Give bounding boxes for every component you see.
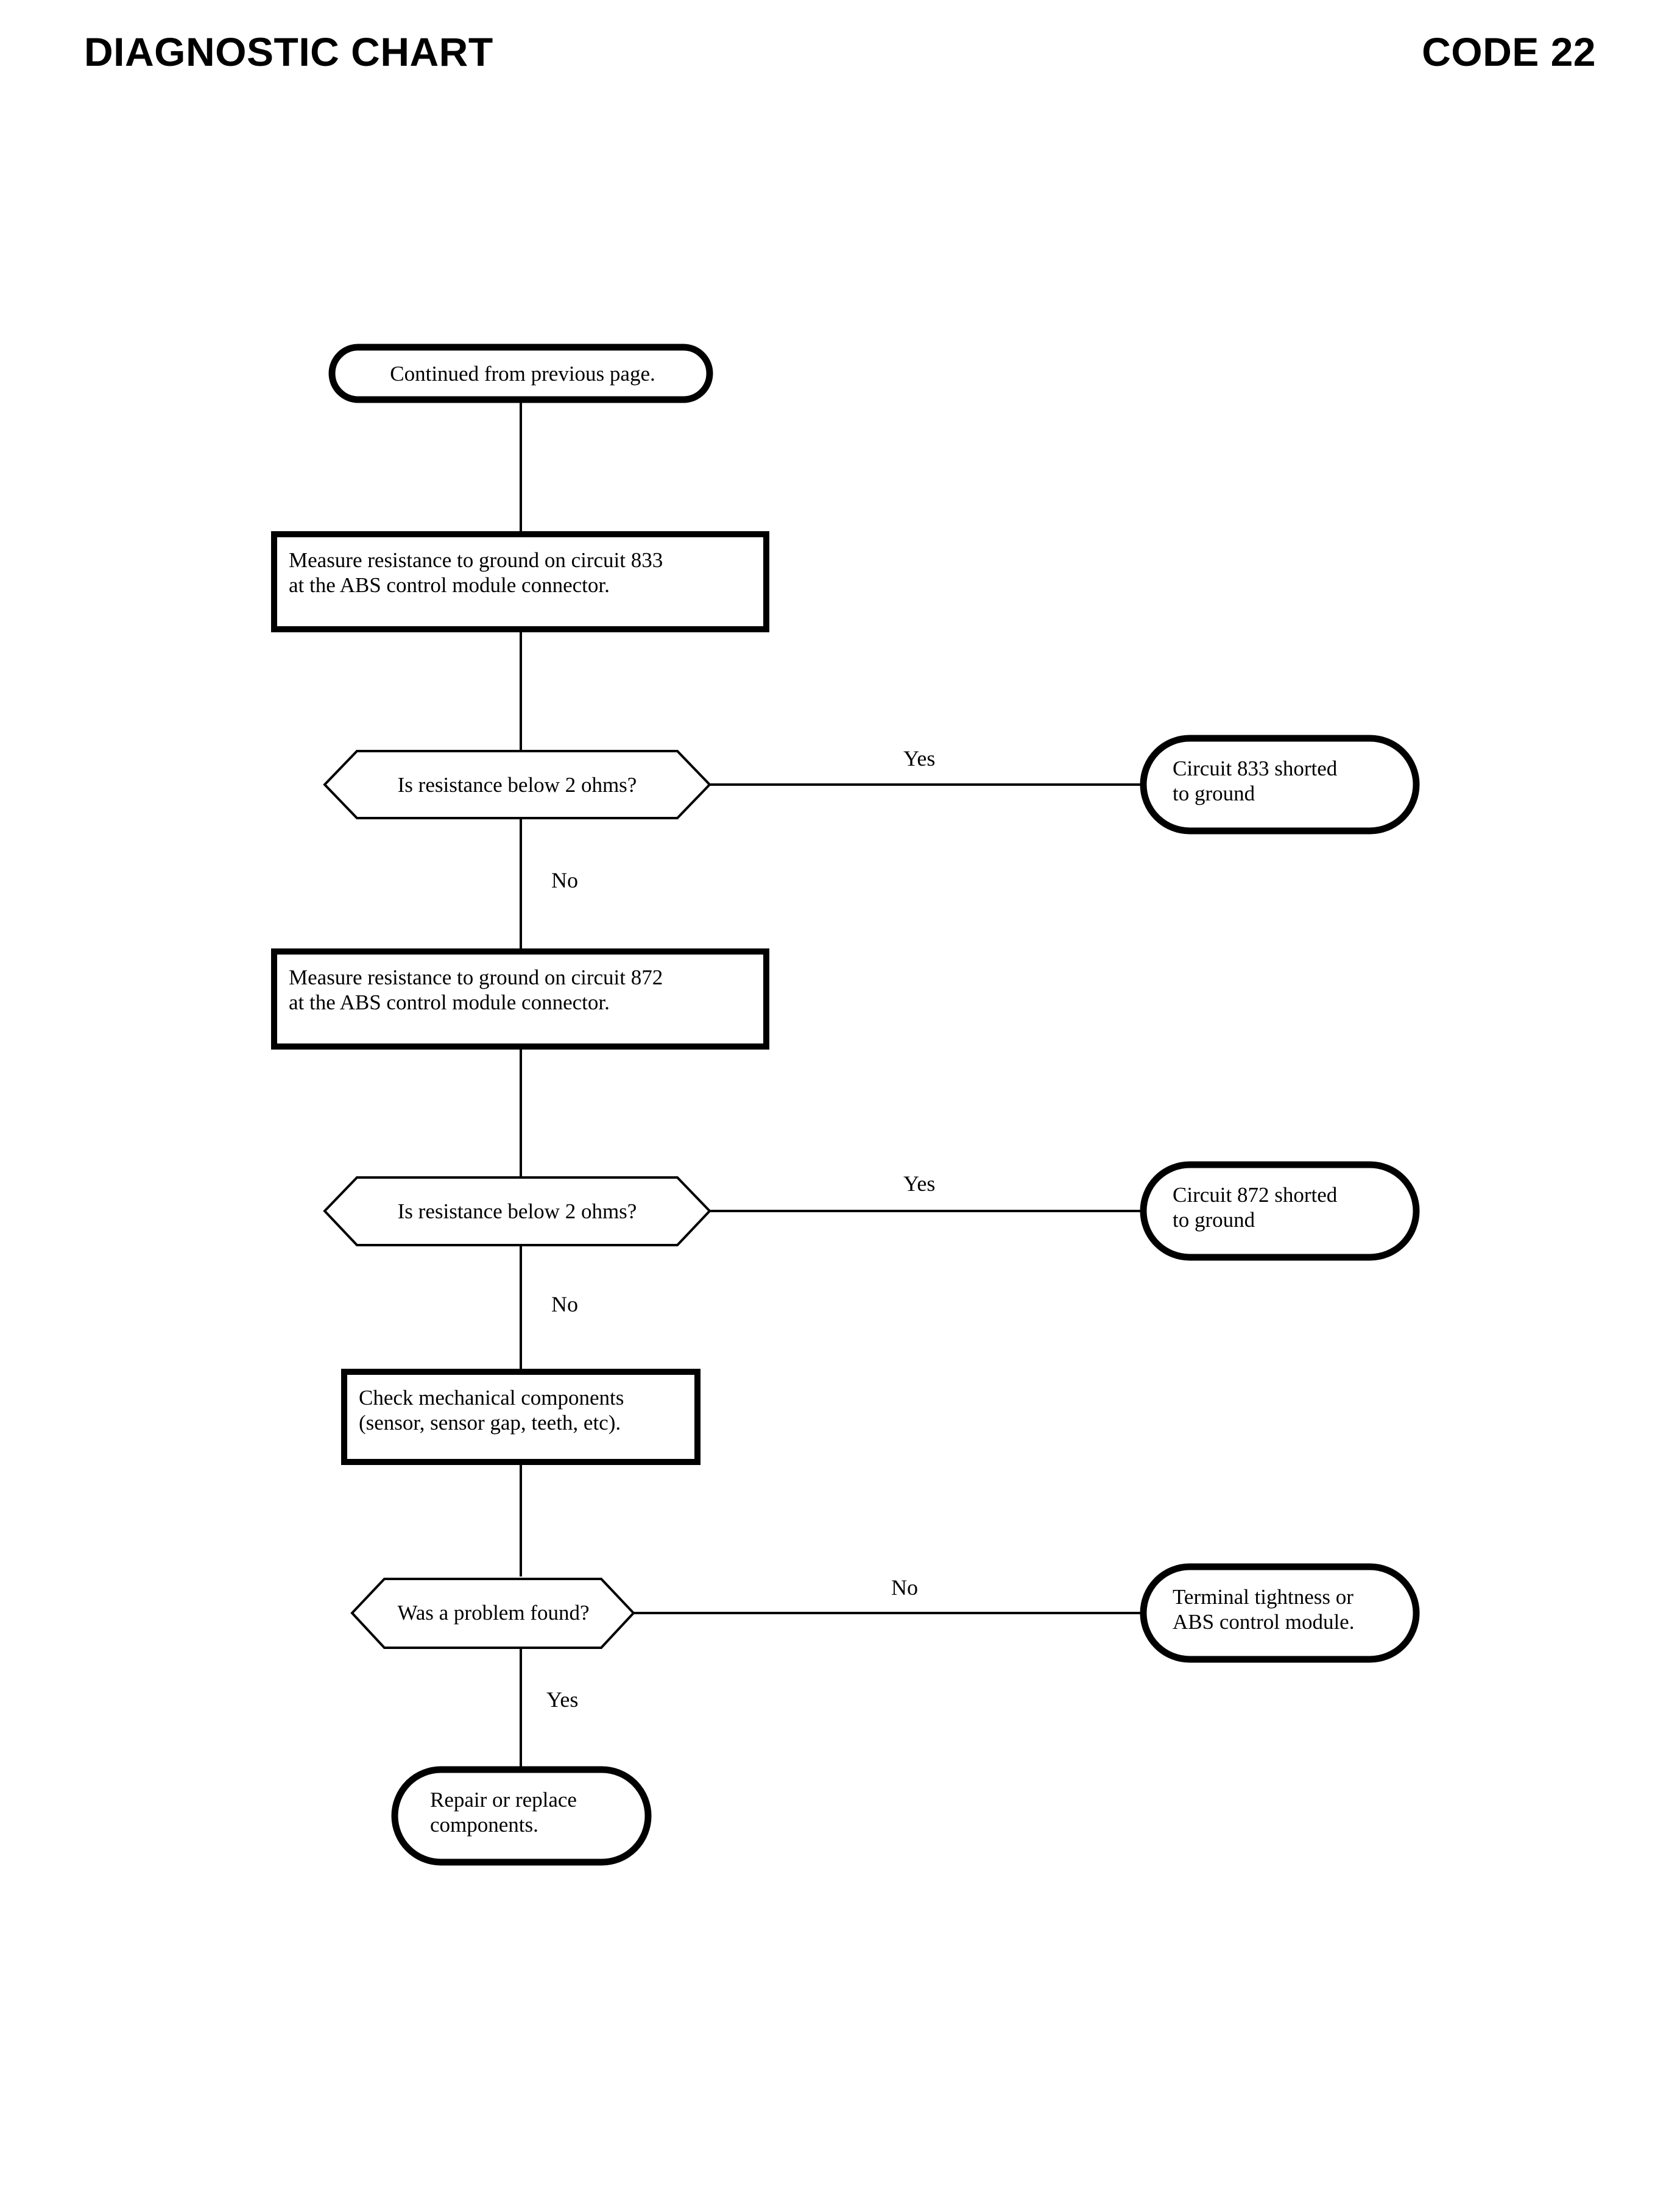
edge-label-dec833-yes: Yes <box>903 746 936 771</box>
connector-group <box>520 398 1143 1770</box>
process-proc872-shape <box>271 948 769 1050</box>
diagnostic-code-label: CODE 22 <box>1422 29 1596 74</box>
terminator-outterm-shape <box>1140 1563 1420 1663</box>
terminator-out872-shape <box>1140 1161 1420 1261</box>
edge-label-dec872-no: No <box>551 1292 578 1316</box>
process-mech-shape <box>341 1369 701 1465</box>
edge-label-dec872-yes: Yes <box>903 1171 936 1196</box>
terminator-start-shape <box>328 344 713 403</box>
page-header: DIAGNOSTIC CHART CODE 22 <box>0 0 1680 116</box>
process-proc833-shape <box>271 531 769 632</box>
edge-label-decprob-yes: Yes <box>546 1687 579 1712</box>
decision-dec833-shape <box>323 750 711 819</box>
edge-label-dec833-no: No <box>551 868 578 892</box>
terminator-out833-shape <box>1140 735 1420 835</box>
decision-dec872-shape <box>323 1176 711 1246</box>
decision-decprob-shape <box>350 1578 635 1649</box>
edge-label-decprob-no: No <box>891 1575 918 1600</box>
page-title: DIAGNOSTIC CHART <box>84 29 493 74</box>
terminator-repair-shape <box>391 1766 652 1866</box>
